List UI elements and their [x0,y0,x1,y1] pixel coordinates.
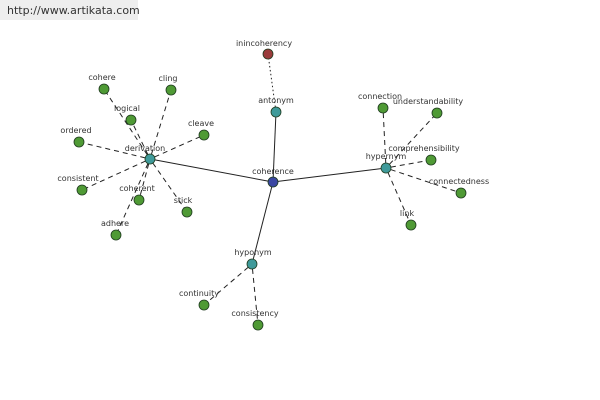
node-dot-consistency[interactable] [252,319,264,331]
node-dot-ordered[interactable] [73,136,85,148]
node-dot-cling[interactable] [165,84,177,96]
node-ordered[interactable]: ordered [60,126,92,148]
node-label-adhere[interactable]: adhere [101,219,129,228]
edge-coherence-antonym [272,116,277,178]
node-adhere[interactable]: adhere [101,219,129,241]
node-antonym[interactable]: antonym [258,96,294,118]
node-link[interactable]: link [400,209,417,231]
node-dot-coherence[interactable] [267,176,279,188]
node-consistency[interactable]: consistency [231,309,279,331]
edge-coherence-hyponym [252,186,273,260]
edge-coherence-derivation [154,159,269,182]
node-dot-antonym[interactable] [270,106,282,118]
node-label-inincoherency[interactable]: inincoherency [236,39,292,48]
node-label-link[interactable]: link [400,209,415,218]
edge-derivation-ordered [83,142,146,159]
node-label-cling[interactable]: cling [159,74,178,83]
edge-derivation-stick [152,162,185,209]
url-banner: http://www.artikata.com [0,0,140,20]
node-label-hyponym[interactable]: hyponym [234,248,272,257]
edge-hypernym-comprehensibility [390,160,427,168]
edge-derivation-cling [150,94,171,155]
node-dot-connection[interactable] [377,102,389,114]
node-dot-consistent[interactable] [76,184,88,196]
node-coherence[interactable]: coherence [252,167,294,188]
edge-derivation-adhere [117,163,149,231]
node-label-continuity[interactable]: continuity [179,289,219,298]
node-dot-logical[interactable] [125,114,137,126]
node-label-understandability[interactable]: understandability [393,97,464,106]
edge-derivation-coherent [139,163,150,196]
node-cleave[interactable]: cleave [188,119,214,141]
edge-derivation-logical [132,124,149,155]
node-label-connectedness[interactable]: connectedness [429,177,489,186]
node-consistent[interactable]: consistent [57,174,99,196]
site-url-link[interactable]: http://www.artikata.com [7,4,140,17]
edge-derivation-consistent [86,160,146,189]
node-layer: coherence antonym derivation hypernym hypony… [57,39,489,331]
node-dot-inincoherency[interactable] [262,48,274,60]
node-dot-cleave[interactable] [198,129,210,141]
node-connectedness[interactable]: connectedness [429,177,489,199]
node-dot-derivation[interactable] [144,153,156,165]
node-label-cleave[interactable]: cleave [188,119,214,128]
node-label-logical[interactable]: logical [114,104,140,113]
node-dot-cohere[interactable] [98,83,110,95]
node-label-ordered[interactable]: ordered [60,126,91,135]
node-dot-connectedness[interactable] [455,187,467,199]
node-cling[interactable]: cling [159,74,178,96]
node-cohere[interactable]: cohere [88,73,116,95]
node-inincoherency[interactable]: inincoherency [236,39,292,60]
node-label-consistency[interactable]: consistency [231,309,278,318]
node-dot-adhere[interactable] [110,229,122,241]
node-logical[interactable]: logical [114,104,140,126]
node-connection[interactable]: connection [358,92,402,114]
node-dot-understandability[interactable] [431,107,443,119]
edge-layer [83,58,457,321]
node-dot-comprehensibility[interactable] [425,154,437,166]
node-label-consistent[interactable]: consistent [57,174,98,183]
node-label-derivation[interactable]: derivation [125,144,165,153]
node-label-coherent[interactable]: coherent [119,184,155,193]
edge-antonym-inincoherency [268,58,276,108]
edge-derivation-cohere [106,92,148,156]
node-label-coherence[interactable]: coherence [252,167,294,176]
node-label-hypernym[interactable]: hypernym [366,152,407,161]
edge-coherence-hypernym [277,168,382,182]
node-dot-hyponym[interactable] [246,258,258,270]
node-label-antonym[interactable]: antonym [258,96,294,105]
node-understandability[interactable]: understandability [393,97,464,119]
node-dot-continuity[interactable] [198,299,210,311]
node-dot-coherent[interactable] [133,194,145,206]
node-comprehensibility[interactable]: comprehensibility [388,144,460,166]
edge-hypernym-understandability [389,116,434,165]
node-derivation[interactable]: derivation [125,144,165,165]
node-continuity[interactable]: continuity [179,289,219,311]
edge-derivation-cleave [154,136,200,158]
node-label-cohere[interactable]: cohere [88,73,115,82]
node-dot-link[interactable] [405,219,417,231]
node-dot-stick[interactable] [181,206,193,218]
node-label-stick[interactable]: stick [174,196,193,205]
node-label-connection[interactable]: connection [358,92,402,101]
edge-hypernym-connectedness [390,169,457,192]
node-label-comprehensibility[interactable]: comprehensibility [388,144,460,153]
node-hypernym[interactable]: hypernym [366,152,407,174]
node-stick[interactable]: stick [174,196,193,218]
node-hyponym[interactable]: hyponym [234,248,272,270]
node-coherent[interactable]: coherent [119,184,155,206]
node-dot-hypernym[interactable] [380,162,392,174]
